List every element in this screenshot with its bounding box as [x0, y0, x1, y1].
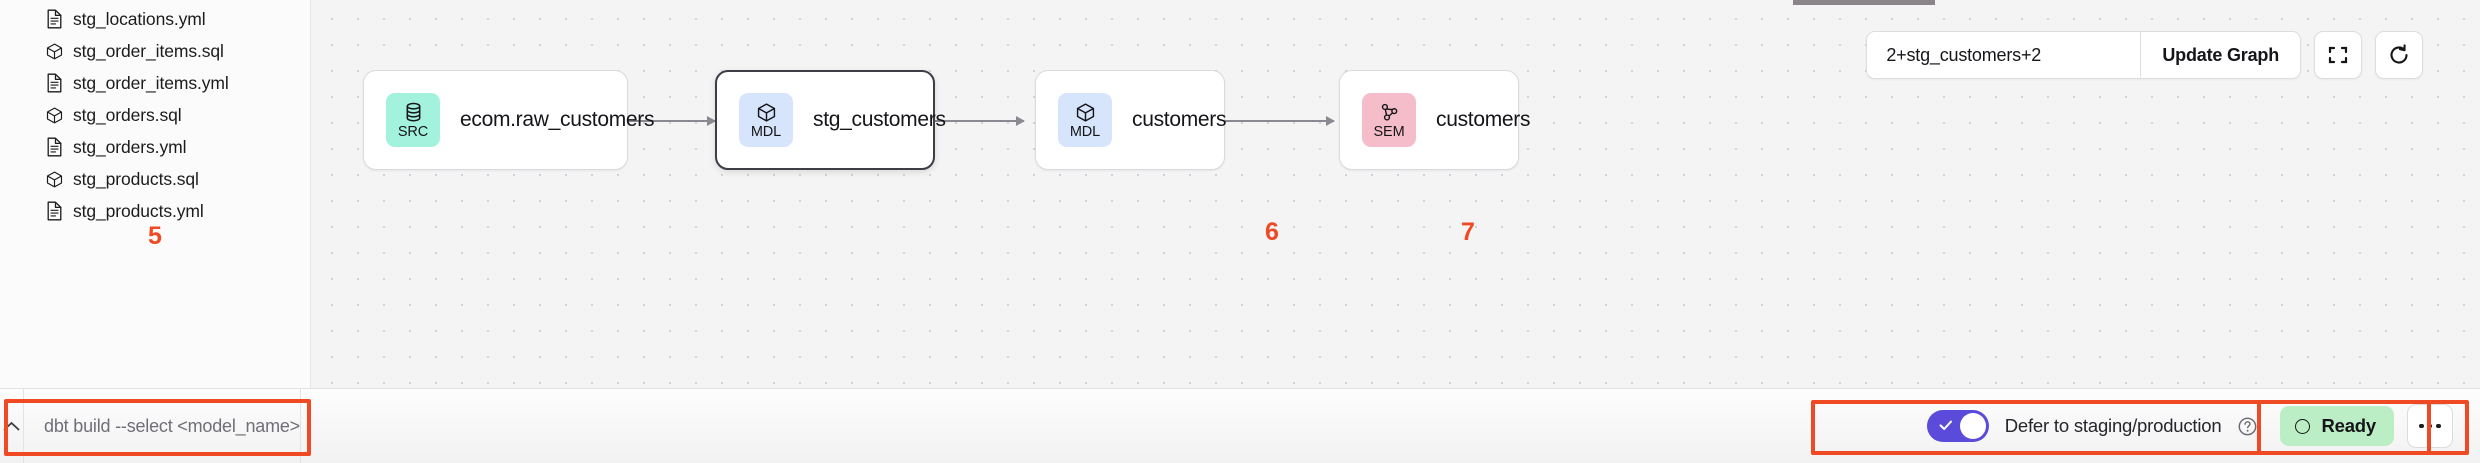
check-icon: [1939, 420, 1952, 430]
node-badge-sem: SEM: [1362, 93, 1416, 147]
status-label: Ready: [2321, 415, 2376, 436]
fullscreen-button[interactable]: [2314, 31, 2362, 79]
file-tree-sidebar[interactable]: stg_locations.yml stg_order_items.sql stg_…: [0, 0, 311, 388]
file-tree-item[interactable]: stg_products.sql: [0, 163, 310, 195]
terminal-command-input[interactable]: dbt build --select <model_name>: [44, 415, 300, 436]
defer-label: Defer to staging/production: [2004, 415, 2222, 436]
file-name: stg_order_items.sql: [73, 40, 224, 61]
node-label: customers: [1132, 108, 1227, 131]
ellipsis-dot: [2427, 423, 2433, 429]
node-badge-label: SEM: [1373, 124, 1405, 141]
graph-node-customers-semantic[interactable]: SEM customers: [1339, 70, 1530, 170]
graph-toolbar: Update Graph: [1866, 31, 2423, 79]
refresh-button[interactable]: [2375, 31, 2423, 79]
yml-file-icon: [44, 201, 64, 221]
sql-model-icon: [44, 41, 64, 61]
file-name: stg_orders.yml: [73, 136, 187, 157]
question-circle-icon[interactable]: [2237, 416, 2258, 437]
node-badge-mdl: MDL: [739, 93, 793, 147]
file-name: stg_orders.sql: [73, 104, 182, 125]
file-tree-item[interactable]: stg_order_items.sql: [0, 35, 310, 67]
status-controls: Defer to staging/production Ready: [1926, 404, 2480, 448]
edge-src-to-stg: [627, 116, 716, 126]
graph-node-src[interactable]: SRC ecom.raw_customers: [363, 70, 654, 170]
sql-model-icon: [44, 105, 64, 125]
yml-file-icon: [44, 73, 64, 93]
node-badge-label: SRC: [397, 124, 429, 141]
file-name: stg_products.yml: [73, 200, 204, 221]
yml-file-icon: [44, 9, 64, 29]
sql-model-icon: [44, 169, 64, 189]
update-graph-button[interactable]: Update Graph: [2141, 32, 2300, 78]
active-tab-indicator: [1793, 0, 1935, 5]
node-badge-label: MDL: [1069, 124, 1101, 141]
workspace-upper: stg_locations.yml stg_order_items.sql stg_…: [0, 0, 2480, 388]
yml-file-icon: [44, 137, 64, 157]
status-badge[interactable]: Ready: [2280, 406, 2394, 446]
node-badge-mdl: MDL: [1058, 93, 1112, 147]
file-name: stg_products.sql: [73, 168, 199, 189]
graph-node-customers-model[interactable]: MDL customers: [1035, 70, 1227, 170]
node-label: ecom.raw_customers: [460, 108, 655, 131]
defer-toggle[interactable]: [1926, 410, 1989, 442]
file-tree-item[interactable]: stg_locations.yml: [0, 3, 310, 35]
ellipsis-dot: [2419, 423, 2424, 429]
cube-icon: [1075, 100, 1096, 124]
network-icon: [1379, 100, 1400, 124]
node-label: customers: [1436, 108, 1531, 131]
cube-icon: [756, 100, 777, 124]
terminal-command-bar[interactable]: dbt build --select <model_name>: [0, 389, 301, 463]
database-icon: [404, 100, 423, 124]
file-tree-item[interactable]: stg_products.yml: [0, 195, 310, 227]
file-tree-item[interactable]: stg_orders.sql: [0, 99, 310, 131]
more-options-button[interactable]: [2407, 404, 2453, 448]
file-list: stg_locations.yml stg_order_items.sql stg_…: [0, 0, 310, 227]
expand-terminal-button[interactable]: [0, 389, 25, 463]
toggle-knob: [1959, 413, 1986, 439]
file-tree-item[interactable]: stg_order_items.yml: [0, 67, 310, 99]
file-tree-item[interactable]: stg_orders.yml: [0, 131, 310, 163]
edge-customers-to-sem: [1224, 116, 1335, 126]
selector-group: Update Graph: [1866, 31, 2301, 79]
node-badge-label: MDL: [750, 124, 782, 141]
file-name: stg_locations.yml: [73, 8, 206, 29]
chevron-up-icon: [3, 421, 20, 430]
lineage-graph-canvas[interactable]: Update Graph: [311, 0, 2480, 388]
status-dot-icon: [2295, 418, 2311, 434]
refresh-icon: [2390, 44, 2408, 64]
terminal-status-bar: dbt build --select <model_name> Defer to…: [0, 388, 2480, 463]
file-name: stg_order_items.yml: [73, 72, 229, 93]
edge-stg-to-customers: [935, 116, 1025, 126]
node-label: stg_customers: [813, 108, 946, 131]
toolbar-divider: [2140, 32, 2142, 78]
run-status-group: Ready: [2280, 404, 2453, 448]
graph-selector-input[interactable]: [1867, 32, 2141, 78]
expand-icon: [2328, 46, 2348, 64]
node-badge-src: SRC: [386, 93, 440, 147]
ellipsis-dot: [2436, 423, 2441, 429]
graph-node-stg-customers[interactable]: MDL stg_customers: [715, 70, 946, 170]
defer-control-group: Defer to staging/production: [1926, 410, 2259, 442]
